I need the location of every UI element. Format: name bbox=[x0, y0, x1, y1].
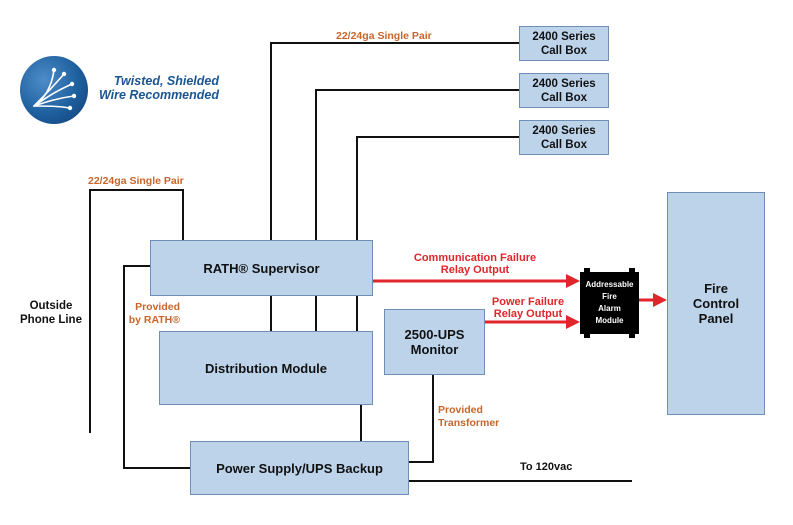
faam-tab-bl bbox=[584, 332, 590, 338]
relay-arrow-panel bbox=[653, 293, 667, 307]
provided-transformer-1: Provided bbox=[438, 404, 483, 416]
logo-caption-line1: Twisted, Shielded bbox=[113, 74, 219, 88]
provided-transformer-label: Provided Transformer bbox=[438, 404, 499, 430]
faam-tab-tl bbox=[584, 268, 590, 274]
provided-by-rath-2: by RATH® bbox=[128, 314, 180, 326]
power-failure-label: Power Failure Relay Output bbox=[486, 296, 570, 320]
call-box-3-line1: 2400 Series bbox=[532, 124, 596, 137]
wire-callbox-3 bbox=[356, 136, 519, 240]
comm-failure-1: Communication Failure bbox=[413, 252, 537, 264]
relay-arrow-comm bbox=[566, 274, 580, 288]
power-supply-label: Power Supply/UPS Backup bbox=[216, 460, 383, 476]
logo-caption: Twisted, Shielded Wire Recommended bbox=[92, 74, 219, 102]
ups-monitor-line2: Monitor bbox=[410, 342, 459, 357]
distribution-module-box: Distribution Module bbox=[159, 331, 373, 405]
fire-panel-line3: Panel bbox=[698, 311, 734, 326]
faam-line1: Addressable bbox=[585, 280, 634, 289]
outside-phone-line-1: Outside bbox=[29, 300, 73, 312]
faam-tab-tr bbox=[629, 268, 635, 274]
wire-callbox-1 bbox=[270, 42, 519, 240]
power-failure-2: Relay Output bbox=[493, 308, 563, 320]
comm-failure-label: Communication Failure Relay Output bbox=[400, 252, 550, 276]
ups-monitor-line1: 2500-UPS bbox=[404, 327, 465, 342]
fire-alarm-module: Addressable Fire Alarm Module bbox=[580, 272, 639, 334]
wire-phone-line bbox=[89, 189, 184, 433]
call-box-2-line2: Call Box bbox=[540, 91, 587, 104]
logo-caption-line2: Wire Recommended bbox=[98, 88, 219, 102]
wire-monitor-power bbox=[409, 375, 434, 463]
provided-by-rath-label: Provided by RATH® bbox=[128, 301, 180, 327]
fire-panel-line1: Fire bbox=[704, 281, 728, 296]
single-pair-top-label: 22/24ga Single Pair bbox=[336, 30, 432, 42]
wire-callbox-2 bbox=[315, 89, 519, 240]
wire-strands-icon bbox=[33, 67, 77, 111]
call-box-3-line2: Call Box bbox=[540, 138, 587, 151]
power-failure-1: Power Failure bbox=[491, 296, 565, 308]
comm-failure-2: Relay Output bbox=[440, 264, 510, 276]
wire-logo-icon bbox=[20, 56, 88, 124]
power-supply-box: Power Supply/UPS Backup bbox=[190, 441, 409, 495]
single-pair-left-label: 22/24ga Single Pair bbox=[88, 175, 184, 187]
outside-phone-line-2: Phone Line bbox=[20, 314, 82, 326]
relay-arrow-power bbox=[566, 315, 580, 329]
call-box-2-line1: 2400 Series bbox=[532, 77, 596, 90]
faam-line2: Fire bbox=[602, 292, 617, 301]
wire-sup-power bbox=[123, 265, 190, 469]
faam-line3: Alarm bbox=[598, 304, 621, 313]
rath-supervisor-box: RATH® Supervisor bbox=[150, 240, 373, 296]
faam-line4: Module bbox=[595, 316, 624, 325]
provided-by-rath-1: Provided bbox=[135, 301, 180, 313]
to-120vac-label: To 120vac bbox=[520, 461, 573, 473]
call-box-1-line1: 2400 Series bbox=[532, 30, 596, 43]
fire-panel-line2: Control bbox=[692, 296, 740, 311]
distribution-module-label: Distribution Module bbox=[204, 360, 328, 376]
faam-tab-br bbox=[629, 332, 635, 338]
call-box-1-line2: Call Box bbox=[540, 44, 587, 57]
outside-phone-line-label: Outside Phone Line bbox=[20, 299, 82, 327]
provided-transformer-2: Transformer bbox=[438, 417, 500, 429]
rath-supervisor-label: RATH® Supervisor bbox=[203, 260, 320, 276]
